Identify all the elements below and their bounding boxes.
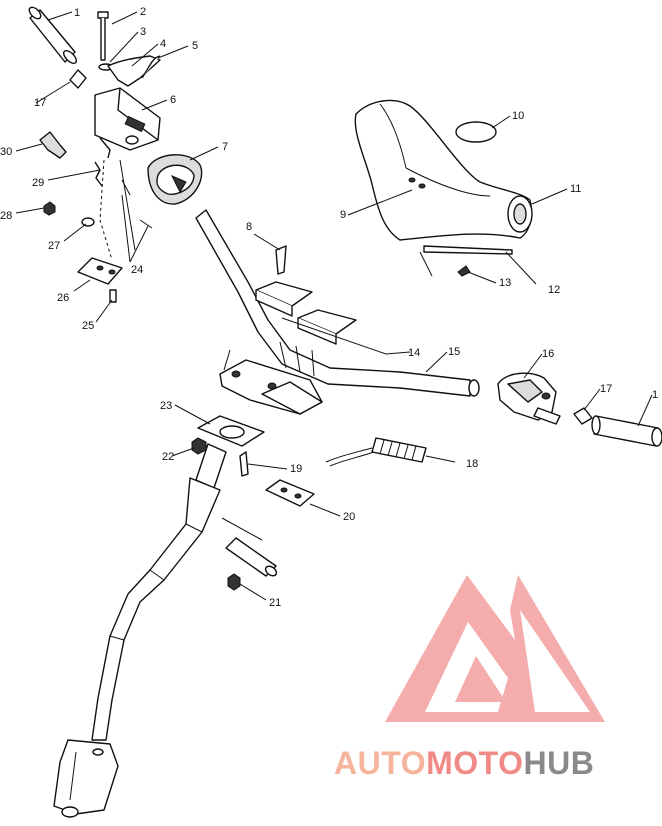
throttle-housing-6 — [94, 87, 161, 159]
grip-right — [591, 415, 662, 447]
callout-17-right: 17 — [600, 383, 612, 395]
callout-2: 2 — [140, 6, 146, 18]
callout-8: 8 — [246, 221, 252, 233]
watermark-logo — [385, 575, 605, 722]
upper-clamp-14 — [255, 281, 357, 345]
callout-10: 10 — [512, 110, 524, 122]
callout-labels: 1 2 3 4 5 6 7 8 9 10 11 12 13 14 15 16 1… — [0, 6, 658, 609]
callout-12: 12 — [548, 284, 560, 296]
callout-11: 11 — [570, 183, 581, 195]
steering-post — [53, 443, 227, 818]
callout-1: 1 — [74, 7, 80, 19]
callout-18: 18 — [466, 458, 478, 470]
callout-16: 16 — [542, 348, 554, 360]
bushing-21 — [225, 537, 278, 577]
badge-10 — [455, 121, 497, 143]
end-cap-17-right — [573, 407, 593, 425]
callout-7: 7 — [222, 141, 228, 153]
brake-housing-16 — [497, 372, 561, 425]
lever-30 — [39, 131, 67, 159]
steering-plate-23 — [197, 415, 265, 447]
strap-12 — [423, 245, 513, 255]
callout-28: 28 — [0, 210, 12, 222]
nut-28 — [43, 201, 56, 216]
callout-13: 13 — [499, 277, 511, 289]
leader-lines — [15, 11, 653, 601]
callout-1-right: 1 — [652, 389, 658, 401]
grip-left — [28, 6, 78, 65]
screw-13 — [457, 265, 471, 277]
watermark-part2: MOTO — [426, 745, 523, 781]
switch-housing-7 — [147, 154, 203, 205]
callout-27: 27 — [48, 240, 60, 252]
handlebar-15 — [195, 209, 480, 397]
callout-30: 30 — [0, 146, 12, 158]
bolt-2 — [97, 11, 109, 61]
screw-24b — [139, 219, 153, 229]
bolt-8 — [275, 245, 287, 275]
nut-21 — [227, 573, 241, 591]
callout-21: 21 — [269, 597, 281, 609]
callout-24: 24 — [131, 264, 143, 276]
handlebar-pad-11 — [354, 99, 533, 241]
callout-29: 29 — [32, 177, 44, 189]
callout-5: 5 — [192, 40, 198, 52]
heater-element-18 — [325, 437, 427, 467]
watermark-part3: HUB — [523, 745, 594, 781]
callout-15: 15 — [448, 346, 460, 358]
callout-14: 14 — [408, 347, 420, 359]
screw-24a — [121, 179, 131, 196]
callout-22: 22 — [162, 451, 174, 463]
watermark-text: AUTOMOTOHUB — [334, 745, 594, 781]
nut-22 — [191, 437, 207, 455]
end-cap-17 — [69, 69, 87, 89]
callout-23: 23 — [160, 400, 172, 412]
callout-19: 19 — [290, 463, 302, 475]
screw-29 — [94, 161, 103, 187]
watermark-part1: AUTO — [334, 745, 426, 781]
screw-25 — [109, 289, 117, 303]
callout-20: 20 — [343, 511, 355, 523]
callout-9: 9 — [340, 209, 346, 221]
callout-4: 4 — [160, 38, 166, 50]
bracket-26 — [77, 257, 123, 285]
bracket-20 — [265, 479, 315, 507]
riser-block — [219, 359, 323, 415]
callout-25: 25 — [82, 320, 94, 332]
callout-6: 6 — [170, 94, 176, 106]
callout-26: 26 — [57, 292, 69, 304]
callout-3: 3 — [140, 26, 146, 38]
washer-27 — [81, 217, 95, 227]
screw-19 — [239, 451, 249, 477]
callout-17-left: 17 — [34, 97, 46, 109]
clamp-4 — [107, 55, 161, 87]
cable-5 — [141, 55, 161, 79]
